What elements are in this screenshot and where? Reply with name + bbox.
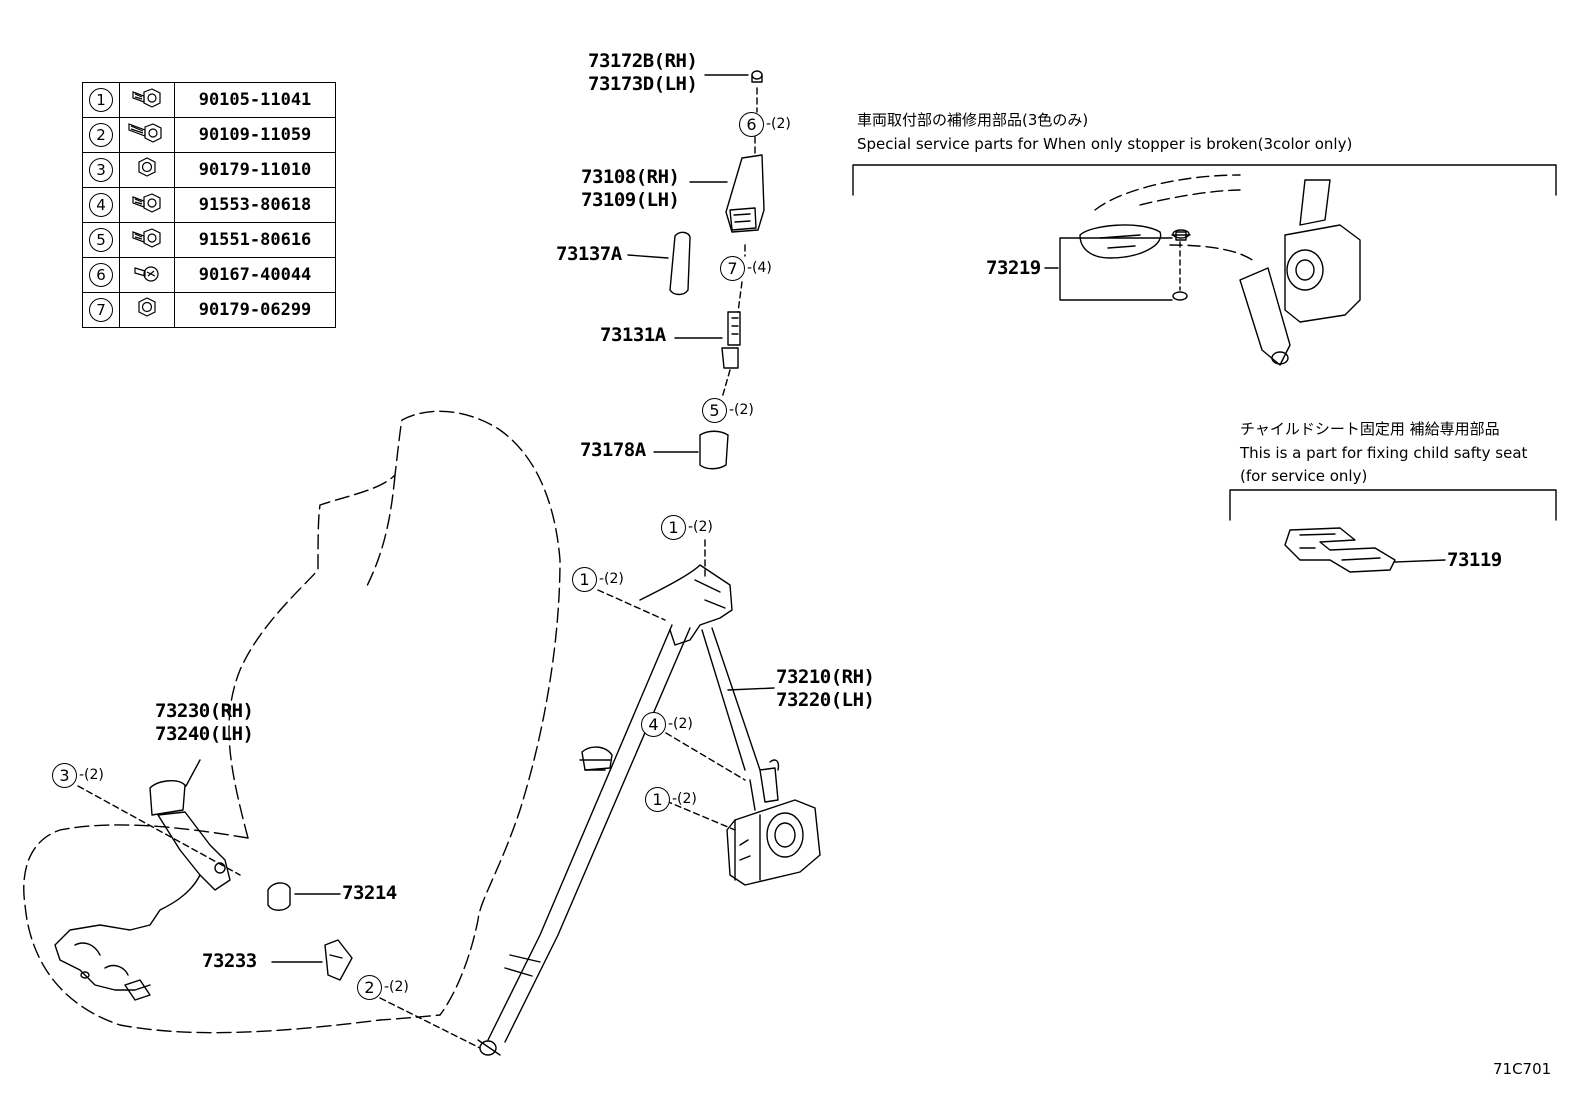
parts-table-row: 6 90167-40044 xyxy=(82,257,336,293)
stopper-note-jp: 車両取付部の補修用部品(3色のみ) xyxy=(857,111,1089,129)
upper-anchor-parts xyxy=(669,70,765,470)
label-73214[interactable]: 73214 xyxy=(342,882,397,904)
parts-table-row: 3 90179-11010 xyxy=(82,152,336,188)
part-number[interactable]: 90179-11010 xyxy=(174,152,336,188)
row-number-cell: 5 xyxy=(82,222,120,258)
retractor-drawing xyxy=(726,759,821,886)
callout-7-qty: -(4) xyxy=(747,260,772,276)
stopper-parts-box xyxy=(852,164,1557,366)
child-seat-note-en-1: This is a part for fixing child safty se… xyxy=(1240,444,1528,462)
callout-3: 3 xyxy=(52,763,77,788)
row-number-cell: 4 xyxy=(82,187,120,223)
callout-1-anchor-qty: -(2) xyxy=(599,571,624,587)
callout-6: 6 xyxy=(739,112,764,137)
fastener-cell xyxy=(119,292,175,328)
row-number-cell: 2 xyxy=(82,117,120,153)
label-73108[interactable]: 73108(RH) 73109(LH) xyxy=(581,166,680,211)
part-number[interactable]: 90167-40044 xyxy=(174,257,336,293)
part-number[interactable]: 90105-11041 xyxy=(174,82,336,118)
callout-4: 4 xyxy=(641,712,666,737)
label-73131[interactable]: 73131A xyxy=(600,324,666,346)
row-number-cell: 3 xyxy=(82,152,120,188)
label-73219[interactable]: 73219 xyxy=(986,257,1041,279)
fastener-cell xyxy=(119,187,175,223)
fastener-cell xyxy=(119,222,175,258)
label-73230[interactable]: 73230(RH) 73240(LH) xyxy=(155,700,254,745)
label-73172[interactable]: 73172B(RH) 73173D(LH) xyxy=(588,50,698,95)
fastener-cell xyxy=(119,152,175,188)
seat-cushion-outline xyxy=(23,824,441,1034)
part-number[interactable]: 91553-80618 xyxy=(174,187,336,223)
callout-1-top-qty: -(2) xyxy=(688,519,713,535)
row-number: 6 xyxy=(89,263,113,287)
part-number[interactable]: 91551-80616 xyxy=(174,222,336,258)
callout-6-qty: -(2) xyxy=(766,116,791,132)
label-73119[interactable]: 73119 xyxy=(1447,549,1502,571)
callout-1-anchor: 1 xyxy=(572,567,597,592)
bolt-icon xyxy=(130,228,164,254)
row-number: 5 xyxy=(89,228,113,252)
parts-table-row: 4 91553-80618 xyxy=(82,187,336,223)
label-73137[interactable]: 73137A xyxy=(556,243,622,265)
label-73210[interactable]: 73210(RH) 73220(LH) xyxy=(776,666,875,711)
belt-webbing xyxy=(487,624,691,1043)
callout-1-retractor-qty: -(2) xyxy=(672,791,697,807)
screw-icon xyxy=(132,266,162,288)
child-seat-note-en-2: (for service only) xyxy=(1240,467,1368,485)
stopper-note-en: Special service parts for When only stop… xyxy=(857,135,1353,153)
row-number: 7 xyxy=(89,298,113,322)
row-number: 3 xyxy=(89,158,113,182)
child-seat-parts-box xyxy=(1229,489,1557,573)
row-number: 2 xyxy=(89,123,113,147)
parts-table-row: 1 90105-11041 xyxy=(82,82,336,118)
part-number[interactable]: 90179-06299 xyxy=(174,292,336,328)
callout-4-qty: -(2) xyxy=(668,716,693,732)
fastener-cell xyxy=(119,117,175,153)
label-73233[interactable]: 73233 xyxy=(202,950,257,972)
seat-back-outline xyxy=(228,410,561,1016)
label-73178[interactable]: 73178A xyxy=(580,439,646,461)
fastener-cell xyxy=(119,257,175,293)
nut-icon xyxy=(134,157,160,185)
diagram-code: 71C701 xyxy=(1493,1060,1552,1078)
callout-2: 2 xyxy=(357,975,382,1000)
callout-5: 5 xyxy=(702,398,727,423)
row-number-cell: 7 xyxy=(82,292,120,328)
callout-5-qty: -(2) xyxy=(729,402,754,418)
nut-icon xyxy=(134,297,160,325)
buckle-drawing xyxy=(54,780,231,1001)
child-seat-note-jp: チャイルドシート固定用 補給専用部品 xyxy=(1240,420,1500,438)
bolt-icon xyxy=(130,193,164,219)
row-number: 1 xyxy=(89,88,113,112)
parts-table-row: 7 90179-06299 xyxy=(82,292,336,328)
callout-1-retractor: 1 xyxy=(645,787,670,812)
row-number-cell: 6 xyxy=(82,257,120,293)
fastener-parts-table: 1 90105-11041 2 90109-11059 3 90179-11010 4 915… xyxy=(82,82,336,328)
row-number-cell: 1 xyxy=(82,82,120,118)
long-bolt-icon xyxy=(127,123,167,150)
parts-table-row: 5 91551-80616 xyxy=(82,222,336,258)
bolt-icon xyxy=(130,88,164,114)
part-number[interactable]: 90109-11059 xyxy=(174,117,336,153)
callout-3-qty: -(2) xyxy=(79,767,104,783)
parts-table-row: 2 90109-11059 xyxy=(82,117,336,153)
callout-2-qty: -(2) xyxy=(384,979,409,995)
callout-1-top: 1 xyxy=(661,515,686,540)
fastener-cell xyxy=(119,82,175,118)
row-number: 4 xyxy=(89,193,113,217)
callout-7: 7 xyxy=(720,256,745,281)
